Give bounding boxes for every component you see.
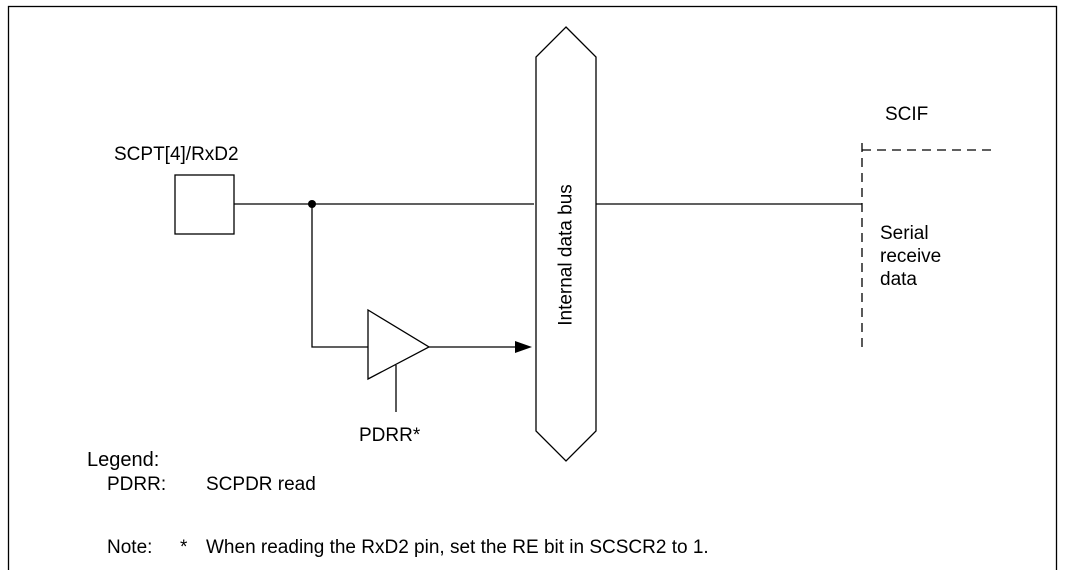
scif-label: SCIF bbox=[885, 104, 929, 125]
branch-to-buffer-line bbox=[311, 204, 368, 348]
signal-label-line-1: Serial bbox=[880, 223, 929, 244]
pdrr-text: PDRR bbox=[359, 425, 413, 446]
note-asterisk: * bbox=[180, 537, 188, 558]
internal-data-bus bbox=[535, 26, 597, 462]
note-text: When reading the RxD2 pin, set the RE bi… bbox=[206, 537, 709, 558]
legend-value: SCPDR read bbox=[206, 474, 316, 495]
note-prefix: Note: bbox=[107, 537, 153, 558]
pin-box bbox=[174, 174, 235, 235]
legend-title: Legend: bbox=[87, 449, 160, 471]
signal-label-line-2: receive bbox=[880, 246, 942, 267]
outer-border bbox=[7, 5, 1058, 570]
serial-receive-data-label: Serial receive data bbox=[880, 222, 1000, 291]
signal-label-line-3: data bbox=[880, 269, 917, 290]
buffer-triangle bbox=[367, 308, 431, 381]
pin-label: SCPT[4]/RxD2 bbox=[114, 144, 239, 165]
bus-label: Internal data bus bbox=[555, 184, 577, 326]
legend-key: PDRR: bbox=[107, 474, 167, 495]
pdrr-control-label: PDRR* bbox=[359, 426, 420, 445]
pdrr-asterisk: * bbox=[412, 425, 421, 446]
arrowhead bbox=[515, 341, 532, 353]
